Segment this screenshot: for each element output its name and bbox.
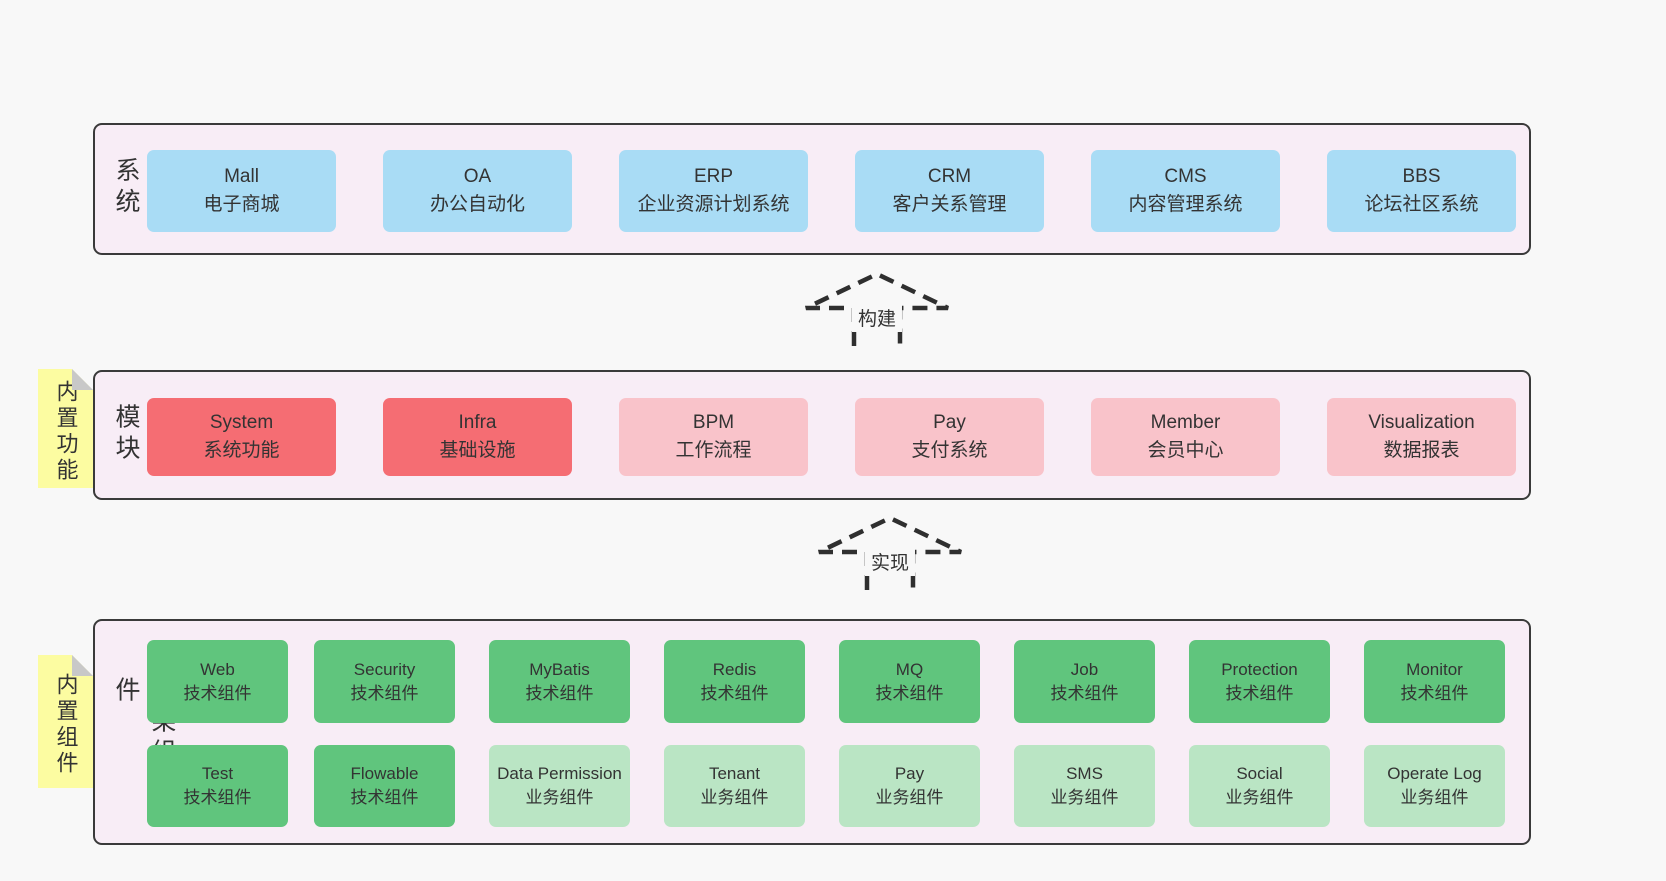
arrow-implement: 实现 <box>815 514 965 592</box>
node-operate-log: Operate Log 业务组件 <box>1364 745 1505 827</box>
node-title: SMS <box>1066 764 1103 784</box>
node-subtitle: 业务组件 <box>525 788 594 807</box>
node-subtitle: 技术组件 <box>183 683 252 703</box>
node-redis: Redis 技术组件 <box>664 640 805 723</box>
layer-business-systems: 业务系统 Mall 电子商城 OA 办公自动化 ERP 企业资源计划系统 CRM… <box>93 123 1531 255</box>
node-subtitle: 业务组件 <box>1050 788 1119 807</box>
node-subtitle: 技术组件 <box>1225 683 1294 703</box>
node-title: MQ <box>895 659 924 679</box>
node-subtitle: 基础设施 <box>439 440 516 461</box>
node-web: Web 技术组件 <box>147 640 288 723</box>
node-subtitle: 数据报表 <box>1383 440 1460 461</box>
arrow-implement-label: 实现 <box>864 547 916 576</box>
node-title: System <box>209 412 274 434</box>
node-data-permission: Data Permission 业务组件 <box>489 745 630 827</box>
node-subtitle: 技术组件 <box>1050 683 1119 703</box>
node-pay: Pay 支付系统 <box>855 398 1044 476</box>
node-erp: ERP 企业资源计划系统 <box>619 150 808 232</box>
node-member: Member 会员中心 <box>1091 398 1280 476</box>
node-visualization: Visualization 数据报表 <box>1327 398 1516 476</box>
node-sms: SMS 业务组件 <box>1014 745 1155 827</box>
node-subtitle: 工作流程 <box>675 440 752 461</box>
node-title: MyBatis <box>529 659 590 679</box>
node-job: Job 技术组件 <box>1014 640 1155 723</box>
node-title: Job <box>1070 659 1099 679</box>
node-bpm: BPM 工作流程 <box>619 398 808 476</box>
node-title: Pay <box>933 412 966 434</box>
node-title: Test <box>201 764 234 784</box>
node-subtitle: 业务组件 <box>875 788 944 807</box>
node-title: Monitor <box>1406 659 1463 679</box>
node-social: Social 业务组件 <box>1189 745 1330 827</box>
node-cms: CMS 内容管理系统 <box>1091 150 1280 232</box>
node-title: Redis <box>712 659 757 679</box>
node-monitor: Monitor 技术组件 <box>1364 640 1505 723</box>
node-system: System 系统功能 <box>147 398 336 476</box>
node-mybatis: MyBatis 技术组件 <box>489 640 630 723</box>
node-title: Pay <box>894 764 925 784</box>
node-mq: MQ 技术组件 <box>839 640 980 723</box>
arrow-build-label: 构建 <box>851 303 903 332</box>
layer-common-modules: 通用模块 System 系统功能 Infra 基础设施 BPM 工作流程 Pay… <box>93 370 1531 500</box>
node-bbs: BBS 论坛社区系统 <box>1327 150 1516 232</box>
node-subtitle: 内容管理系统 <box>1128 194 1243 215</box>
node-subtitle: 办公自动化 <box>429 194 525 215</box>
node-test: Test 技术组件 <box>147 745 288 827</box>
node-title: ERP <box>693 166 734 188</box>
node-flowable: Flowable 技术组件 <box>314 745 455 827</box>
node-subtitle: 技术组件 <box>350 788 419 807</box>
node-mall: Mall 电子商城 <box>147 150 336 232</box>
node-security: Security 技术组件 <box>314 640 455 723</box>
layer-framework-components: 框架组件 Web 技术组件 Security 技术组件 MyBatis 技术组件… <box>93 619 1531 845</box>
node-title: Mall <box>224 166 259 188</box>
node-subtitle: 业务组件 <box>1225 788 1294 807</box>
node-tenant: Tenant 业务组件 <box>664 745 805 827</box>
node-title: OA <box>463 166 492 188</box>
node-subtitle: 论坛社区系统 <box>1364 194 1479 215</box>
node-protection: Protection 技术组件 <box>1189 640 1330 723</box>
note-builtin-functions: 内置功能 <box>38 369 93 488</box>
note-text: 内置功能 <box>53 379 79 484</box>
node-subtitle: 技术组件 <box>525 683 594 703</box>
node-subtitle: 技术组件 <box>700 683 769 703</box>
node-oa: OA 办公自动化 <box>383 150 572 232</box>
node-subtitle: 业务组件 <box>1400 788 1469 807</box>
node-title: Tenant <box>708 764 761 784</box>
node-title: BBS <box>1402 166 1441 188</box>
node-title: Security <box>353 659 416 679</box>
node-title: Operate Log <box>1387 764 1482 784</box>
node-subtitle: 会员中心 <box>1147 440 1224 461</box>
node-pay-business: Pay 业务组件 <box>839 745 980 827</box>
node-subtitle: 业务组件 <box>700 788 769 807</box>
node-subtitle: 系统功能 <box>203 440 280 461</box>
node-title: CRM <box>927 166 972 188</box>
node-subtitle: 支付系统 <box>911 440 988 461</box>
note-builtin-components: 内置组件 <box>38 655 93 788</box>
node-title: CMS <box>1164 166 1207 188</box>
node-title: Infra <box>458 412 497 434</box>
node-title: Visualization <box>1368 412 1475 434</box>
note-text: 内置组件 <box>53 672 79 777</box>
node-title: BPM <box>692 412 735 434</box>
arrow-build: 构建 <box>802 270 952 348</box>
node-subtitle: 客户关系管理 <box>892 194 1007 215</box>
node-crm: CRM 客户关系管理 <box>855 150 1044 232</box>
node-title: Web <box>200 659 235 679</box>
node-subtitle: 企业资源计划系统 <box>637 194 790 215</box>
node-subtitle: 技术组件 <box>875 683 944 703</box>
node-subtitle: 技术组件 <box>183 788 252 807</box>
node-infra: Infra 基础设施 <box>383 398 572 476</box>
node-subtitle: 电子商城 <box>203 194 280 215</box>
node-title: Data Permission <box>497 764 622 784</box>
node-subtitle: 技术组件 <box>1400 683 1469 703</box>
node-title: Social <box>1236 764 1283 784</box>
node-subtitle: 技术组件 <box>350 683 419 703</box>
node-title: Protection <box>1221 659 1298 679</box>
node-title: Member <box>1150 412 1221 434</box>
node-title: Flowable <box>350 764 419 784</box>
